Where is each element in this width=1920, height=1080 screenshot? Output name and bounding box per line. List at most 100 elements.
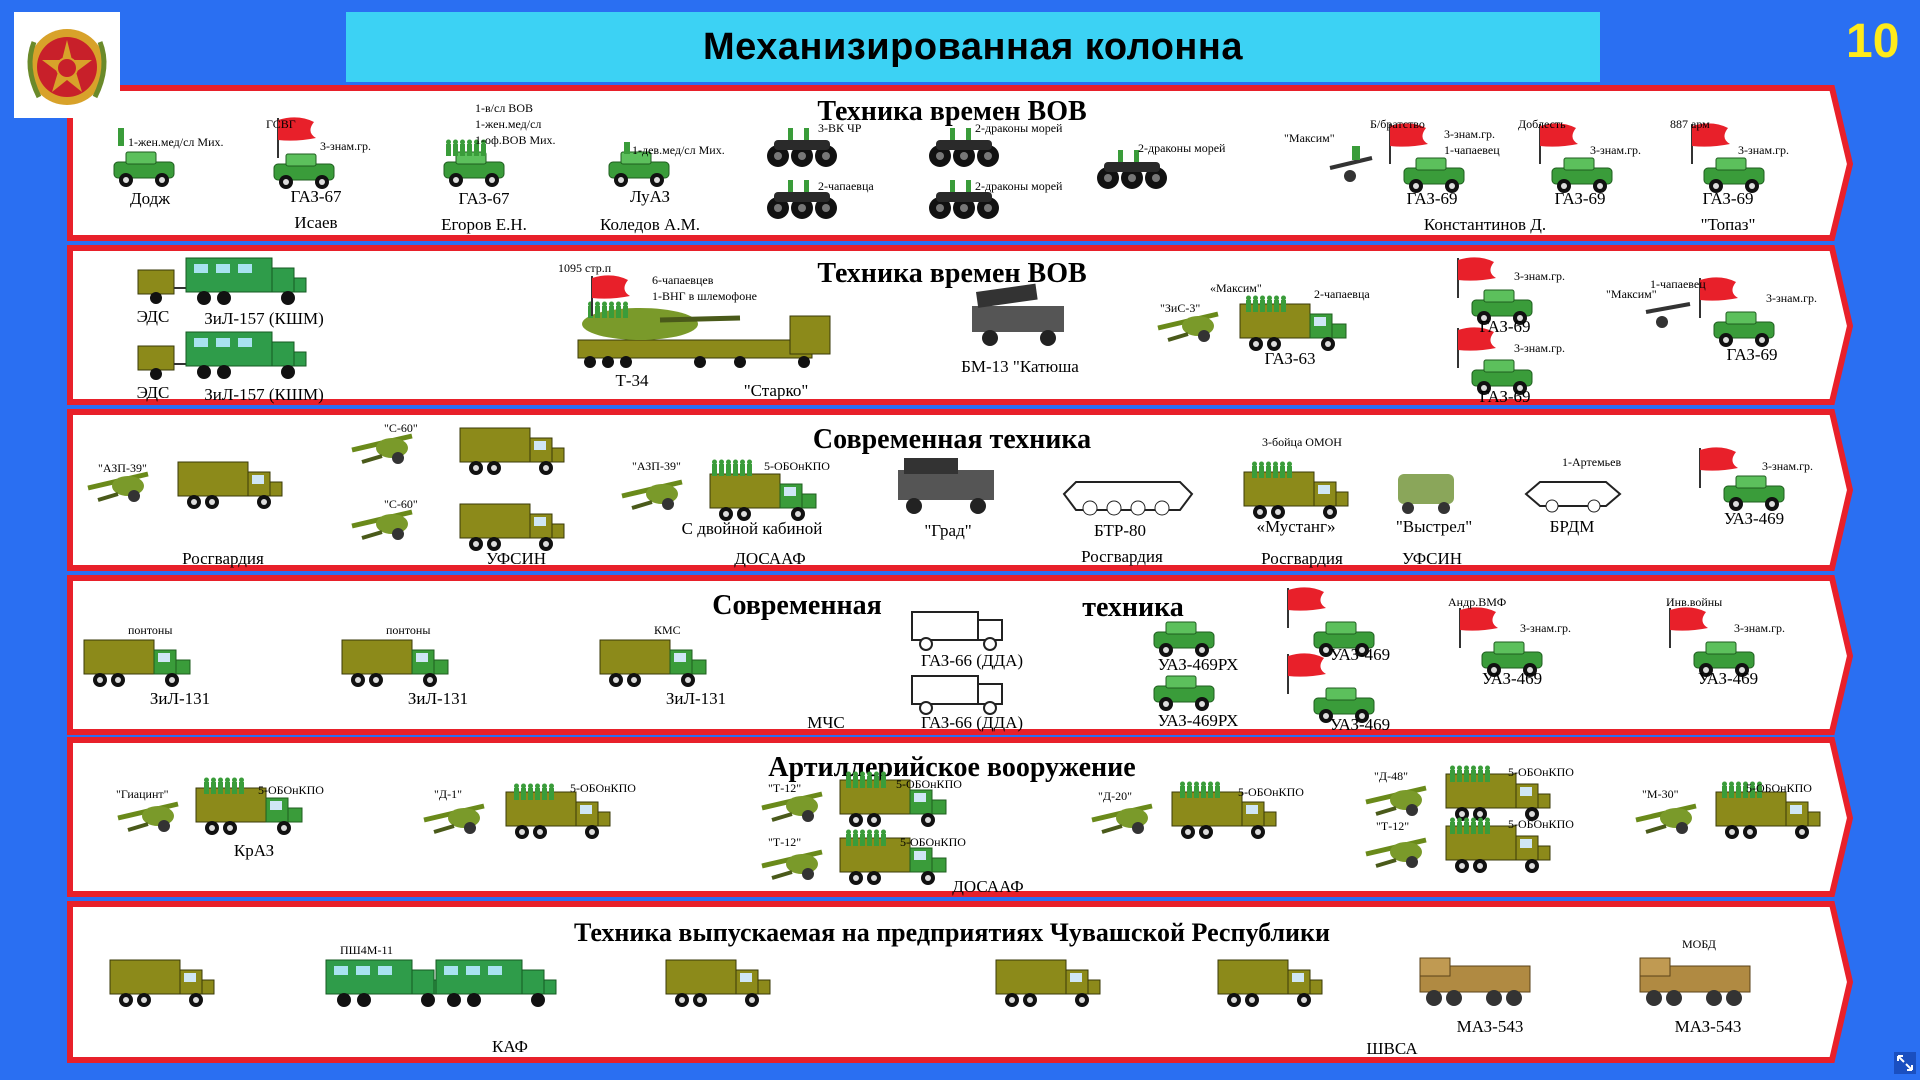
label-maxim: "Максим"	[1284, 131, 1335, 145]
zil131a-vehicle	[83, 639, 191, 688]
label-dodge: Додж	[129, 189, 171, 208]
label-d1: "Д-1"	[434, 787, 462, 801]
maxim-gaz69f-vehicle	[1645, 276, 1775, 348]
label-zil131c: ЗиЛ-131	[665, 689, 727, 708]
label-crew-t12a: 5-ОБОнКПО	[896, 777, 962, 791]
maxim-gun-icon	[1329, 146, 1373, 182]
label-azp2: "АЗП-39"	[632, 459, 681, 473]
zil157a-vehicle	[185, 257, 307, 306]
label-bm13: БМ-13 "Катюша	[961, 357, 1079, 376]
label-uaz469a-crew: 3-знам.гр.	[1762, 459, 1813, 473]
chuv-truck-3	[995, 959, 1101, 1008]
label-eds2: ЭДС	[136, 383, 170, 402]
label-pontony1: понтоны	[128, 623, 173, 637]
fullscreen-icon[interactable]	[1894, 1052, 1916, 1074]
label-crew-kraz: 5-ОБОнКПО	[258, 783, 324, 797]
label-uaz469a: УАЗ-469	[1723, 509, 1785, 528]
emblem-logo	[14, 12, 120, 118]
label-gaz67a-crew: 3-знам.гр.	[320, 139, 371, 153]
label-g69d: ГАЗ-69	[1479, 317, 1531, 336]
label-dual-crew: 5-ОБОнКПО	[764, 459, 830, 473]
t34-starko-vehicle	[577, 274, 831, 368]
label-eds1: ЭДС	[136, 307, 170, 326]
gaz66b-vehicle	[911, 675, 1003, 715]
label-t34-crew-1: 6-чапаевцев	[652, 273, 714, 287]
eds-trailer-2	[137, 345, 189, 381]
gaz69e-vehicle	[1457, 326, 1533, 396]
label-luaz: ЛуАЗ	[630, 187, 670, 206]
label-gaz67a-note: ГСВГ	[266, 117, 296, 131]
label-g69d-crew: 3-знам.гр.	[1514, 269, 1565, 283]
label-g69f-crew-1: 1-чапаевец	[1650, 277, 1706, 291]
bm13-vehicle	[972, 283, 1064, 346]
label-rosgv1: Росгвардия	[182, 549, 264, 568]
eds-trailer-1	[137, 269, 189, 305]
label-uaz469d-crew: 3-знам.гр.	[1520, 621, 1571, 635]
label-g69f: ГАЗ-69	[1726, 345, 1778, 364]
label-maxim2: «Максим"	[1210, 281, 1262, 295]
label-moto1: 3-ВК ЧР	[818, 121, 862, 135]
label-t34: Т-34	[615, 371, 649, 390]
label-m30: "М-30"	[1642, 787, 1679, 801]
luaz-vehicle	[608, 142, 670, 188]
label-egorov: Егоров Е.Н.	[441, 215, 527, 234]
page-number: 10	[1846, 15, 1900, 68]
label-azp1: "АЗП-39"	[98, 461, 147, 475]
label-uaz469b: УАЗ-469	[1329, 645, 1391, 664]
label-uaz469rha: УАЗ-469РХ	[1157, 655, 1239, 674]
label-dual-cab: С двойной кабиной	[681, 519, 823, 538]
uaz469e-vehicle	[1669, 606, 1755, 678]
band-6-title: Техника выпускаемая на предприятиях Чува…	[574, 918, 1330, 947]
label-brdm-crew: 1-Артемьев	[1562, 455, 1622, 469]
zil131b-vehicle	[341, 639, 449, 688]
label-zil157a: ЗиЛ-157 (КШМ)	[204, 309, 324, 328]
label-mobd: МОБД	[1682, 937, 1716, 951]
maz543b-vehicle	[1639, 957, 1751, 1007]
label-dosaaf2: ДОСААФ	[952, 877, 1024, 896]
label-g69e-crew: 3-знам.гр.	[1514, 341, 1565, 355]
label-gaz66a: ГАЗ-66 (ДДА)	[920, 651, 1024, 670]
pshm-trailer	[325, 959, 447, 1008]
label-gaz66b: ГАЗ-66 (ДДА)	[920, 713, 1024, 732]
label-dodge-crew: 1-жен.мед/сл Мих.	[128, 135, 224, 149]
label-kraz: КрАЗ	[233, 841, 275, 860]
label-crew-m30: 5-ОБОнКПО	[1746, 781, 1812, 795]
maz543a-vehicle	[1419, 957, 1531, 1007]
label-maz543a: МАЗ-543	[1456, 1017, 1524, 1036]
label-s60a: "С-60"	[384, 421, 418, 435]
label-starko: "Старко"	[743, 381, 809, 400]
label-crew-d20: 5-ОБОнКПО	[1238, 785, 1304, 799]
chuv-truck-4	[1217, 959, 1323, 1008]
brdm-vehicle	[1524, 481, 1622, 513]
label-vystrel: "Выстрел"	[1395, 517, 1473, 536]
label-crew-d48: 5-ОБОнКПО	[1508, 765, 1574, 779]
label-maz543b: МАЗ-543	[1674, 1017, 1742, 1036]
kaf-vehicle	[435, 959, 557, 1008]
title-bar: Механизированная колонна	[346, 12, 1600, 82]
label-zil157b: ЗиЛ-157 (КШМ)	[204, 385, 324, 404]
label-topaz: "Топаз"	[1700, 215, 1756, 234]
label-zis3: "ЗиС-3"	[1160, 301, 1201, 315]
label-zil131a: ЗиЛ-131	[149, 689, 211, 708]
label-ufsin1: УФСИН	[485, 549, 547, 568]
uaz469rha-vehicle	[1153, 621, 1215, 658]
label-dosaaf1: ДОСААФ	[734, 549, 806, 568]
label-gaz67b: ГАЗ-67	[458, 189, 510, 208]
label-crew-t12b: 5-ОБОнКПО	[900, 835, 966, 849]
band-1-title: Техника времен ВОВ	[817, 96, 1087, 127]
label-kms: КМС	[654, 623, 681, 637]
label-g69b-crew: 3-знам.гр.	[1590, 143, 1641, 157]
gaz66a-vehicle	[911, 611, 1003, 651]
uaz469rhb-vehicle	[1153, 675, 1215, 712]
gaz69d-vehicle	[1457, 256, 1533, 326]
label-uaz469rhb: УАЗ-469РХ	[1157, 711, 1239, 730]
label-rosgv3: Росгвардия	[1261, 549, 1343, 568]
label-uaz469c: УАЗ-469	[1329, 715, 1391, 734]
label-arm887: 887 арм	[1670, 117, 1710, 131]
label-g69c-crew: 3-знам.гр.	[1738, 143, 1789, 157]
label-isaev: Исаев	[294, 213, 338, 232]
label-doblest: Доблесть	[1518, 117, 1566, 131]
moto-5-icon	[1097, 150, 1167, 189]
label-g69b: ГАЗ-69	[1554, 189, 1606, 208]
band-2-title: Техника времен ВОВ	[817, 258, 1087, 289]
